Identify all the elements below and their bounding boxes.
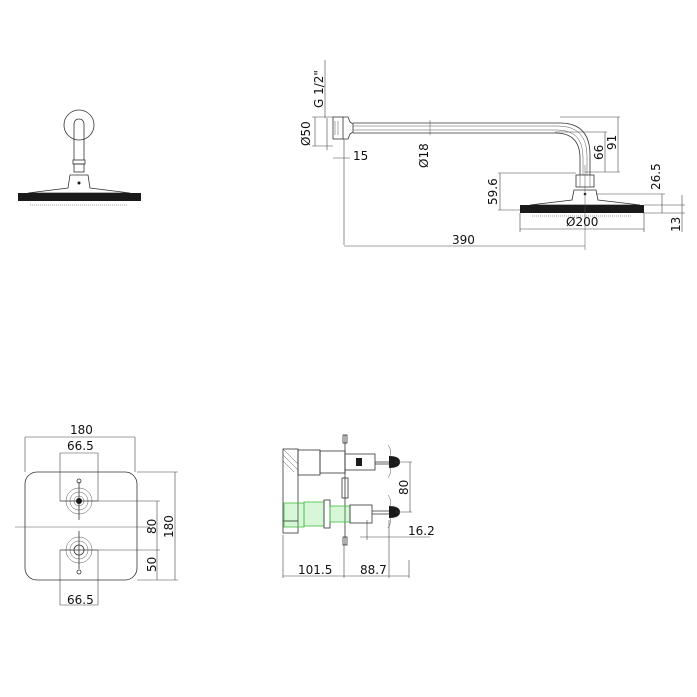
label-head-thickness: 13	[669, 217, 683, 232]
valve-side-view: 80 16.2 101.5 88.7	[282, 434, 435, 578]
label-thread: G 1/2"	[312, 70, 326, 108]
label-connector-height: 26.5	[649, 163, 663, 190]
shower-side-view: G 1/2" Ø50 15 Ø18 66 91 59.6 26.5 13 Ø20…	[299, 60, 685, 250]
label-head-diameter: Ø200	[566, 215, 598, 229]
top-handle	[60, 478, 98, 520]
label-plate-width: 180	[70, 423, 93, 437]
label-lower-offset: 50	[145, 557, 159, 572]
label-projection: 390	[452, 233, 475, 247]
label-plate-height: 180	[162, 515, 176, 538]
label-handle-spacing: 80	[145, 519, 159, 534]
label-bottom-handle-width: 66.5	[67, 593, 94, 607]
label-body-depth: 101.5	[298, 563, 332, 577]
shower-front-view	[18, 109, 141, 206]
dimension-lines	[312, 60, 685, 247]
valve-front-view: 180 66.5 66.5 80 180 50	[15, 423, 178, 607]
label-flange-depth: 15	[353, 149, 368, 163]
bottom-handle	[60, 531, 98, 575]
label-handle-spacing: 80	[397, 480, 411, 495]
label-top-handle-width: 66.5	[67, 439, 94, 453]
label-flange-diameter: Ø50	[299, 121, 313, 146]
label-head-height: 59.6	[486, 178, 500, 205]
label-drop-outer: 91	[605, 135, 619, 150]
label-handle-depth: 16.2	[408, 524, 435, 538]
label-valve-projection: 88.7	[360, 563, 387, 577]
label-pipe-diameter: Ø18	[417, 143, 431, 168]
label-drop-inner: 66	[592, 145, 606, 160]
